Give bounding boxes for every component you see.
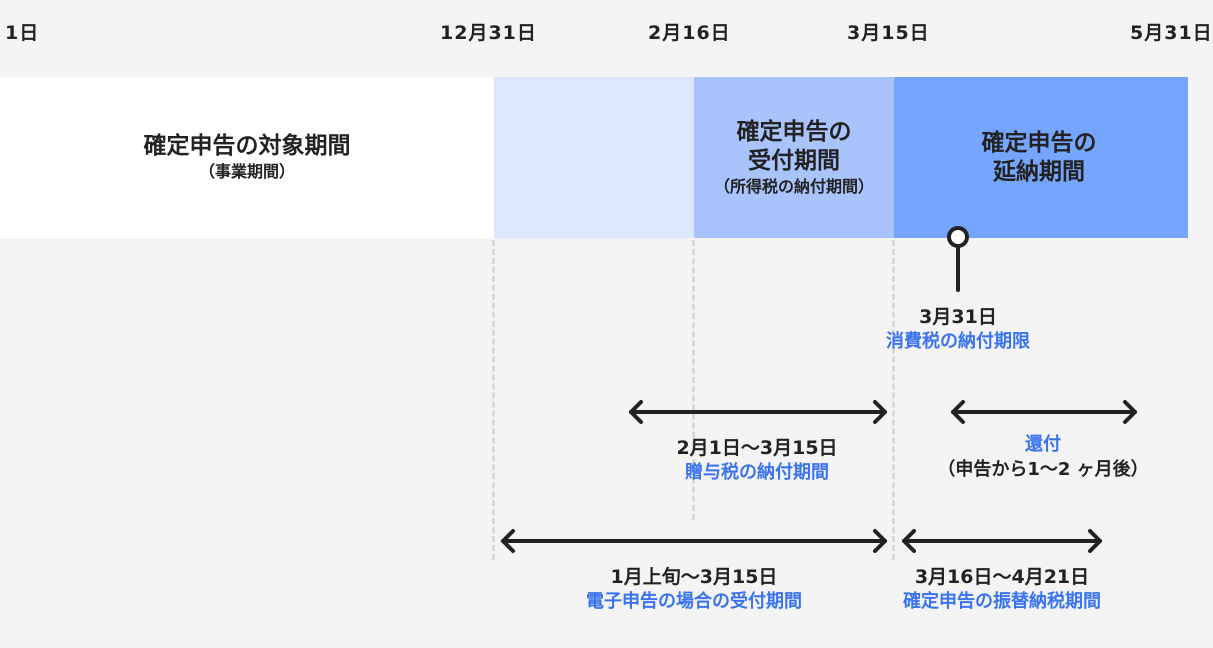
gift-period-label: 2月1日〜3月15日 贈与税の納付期間 — [657, 436, 857, 486]
refund-label: 還付 （申告から1〜2 ヶ月後） — [930, 432, 1156, 482]
band-extend-title2: 延納期間 — [993, 158, 1085, 185]
band-pre-accept — [494, 77, 694, 238]
efile-period-label: 1月上旬〜3月15日 電子申告の場合の受付期間 — [560, 565, 828, 615]
band-extension-period: 確定申告の 延納期間 — [894, 77, 1188, 238]
arrow-refund-period — [951, 400, 1137, 424]
marker-date: 3月31日 — [919, 306, 997, 328]
gift-period-text: 贈与税の納付期間 — [685, 462, 829, 483]
marker-label: 3月31日 消費税の納付期限 — [870, 305, 1046, 355]
marker-text: 消費税の納付期限 — [886, 331, 1030, 352]
date-label-dec31: 12月31日 — [440, 22, 537, 44]
efile-period-text: 電子申告の場合の受付期間 — [586, 591, 802, 612]
band-target-period: 確定申告の対象期間 （事業期間） — [0, 77, 494, 238]
guide-line-feb16 — [692, 240, 695, 520]
date-label-may31: 5月31日 — [1130, 22, 1213, 44]
timeline-arrows — [501, 226, 1137, 553]
arrow-gift-period — [629, 400, 887, 424]
date-label-mar15: 3月15日 — [847, 22, 930, 44]
efile-period-range: 1月上旬〜3月15日 — [610, 566, 778, 588]
transfer-period-label: 3月16日〜4月21日 確定申告の振替納税期間 — [880, 565, 1124, 615]
guide-line-dec31 — [492, 240, 495, 560]
refund-sub: （申告から1〜2 ヶ月後） — [937, 459, 1149, 480]
refund-text: 還付 — [1025, 434, 1061, 455]
gift-period-range: 2月1日〜3月15日 — [676, 437, 838, 459]
band-target-title: 確定申告の対象期間 — [143, 133, 351, 159]
band-target-sub: （事業期間） — [198, 162, 295, 181]
date-label-feb16: 2月16日 — [648, 22, 731, 44]
marker-pin-head — [947, 226, 969, 248]
date-label-start: 1日 — [5, 22, 40, 44]
band-extend-title1: 確定申告の — [981, 129, 1097, 156]
transfer-period-range: 3月16日〜4月21日 — [914, 566, 1090, 588]
arrow-transfer-period — [902, 529, 1102, 553]
band-accept-title2: 受付期間 — [747, 147, 840, 174]
arrow-efile-period — [501, 529, 887, 553]
guide-line-mar15 — [892, 240, 895, 560]
band-accept-title1: 確定申告の — [736, 118, 852, 145]
transfer-period-text: 確定申告の振替納税期間 — [903, 591, 1101, 612]
band-accept-period: 確定申告の 受付期間 （所得税の納付期間） — [694, 77, 894, 238]
band-accept-sub: （所得税の納付期間） — [713, 176, 874, 196]
